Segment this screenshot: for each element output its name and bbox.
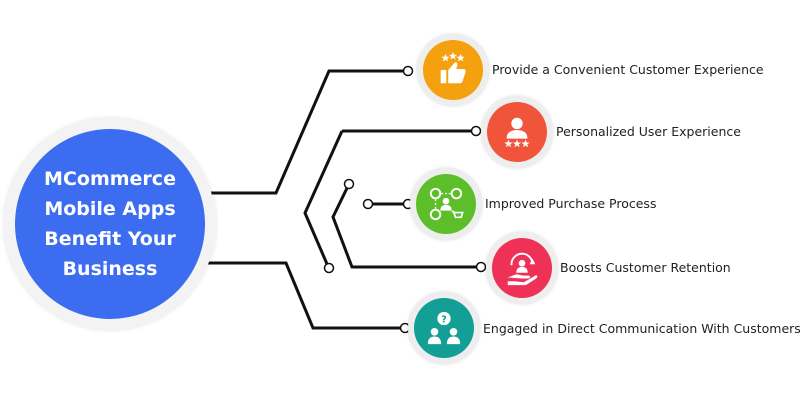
benefit-node-4-circle [492, 238, 552, 298]
purchase-process-icon [429, 187, 464, 221]
benefit-node-1-circle [423, 40, 483, 100]
benefit-label-4: Boosts Customer Retention [560, 260, 731, 275]
benefit-label-5: Engaged in Direct Communication With Cus… [483, 321, 800, 336]
connector-dot-2 [470, 125, 482, 137]
connector-dot-2-end [323, 262, 335, 274]
connector-dot-3a [362, 198, 374, 210]
user-rating-icon [504, 117, 530, 148]
benefit-node-2-circle [487, 102, 547, 162]
connector-dot-3-start [343, 178, 355, 190]
customer-retention-icon [507, 252, 538, 286]
benefit-node-5: ? [408, 292, 480, 364]
hub-circle: MCommerce Mobile Apps Benefit Your Busin… [15, 129, 205, 319]
benefit-label-2: Personalized User Experience [556, 124, 741, 139]
benefit-node-3 [410, 168, 482, 240]
connector-3 [331, 183, 478, 269]
connector-dot-4 [475, 261, 487, 273]
thumbs-up-stars-icon [440, 51, 466, 84]
benefit-label-1: Provide a Convenient Customer Experience [492, 62, 764, 77]
svg-text:?: ? [441, 314, 447, 325]
benefit-node-3-circle [416, 174, 476, 234]
connector-2 [303, 129, 472, 265]
benefit-node-1 [417, 34, 489, 106]
connector-5 [208, 261, 402, 330]
benefit-node-5-circle: ? [414, 298, 474, 358]
connector-dot-1 [402, 65, 414, 77]
benefit-node-2 [481, 96, 553, 168]
benefit-label-3: Improved Purchase Process [485, 196, 657, 211]
benefit-node-4 [486, 232, 558, 304]
communication-icon: ? [427, 311, 461, 345]
connector-1 [208, 69, 405, 195]
hub-title: MCommerce Mobile Apps Benefit Your Busin… [44, 168, 176, 280]
